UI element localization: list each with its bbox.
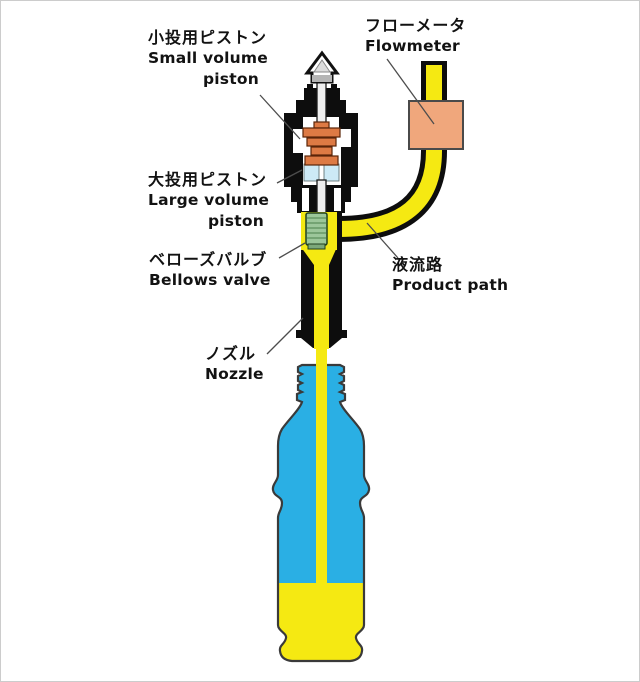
cavity-slot <box>334 188 341 211</box>
nozzle-channel <box>314 263 329 349</box>
cavity-detail <box>293 153 303 185</box>
label-nozzle-jp: ノズル <box>205 344 257 363</box>
small-piston-cap <box>313 121 330 129</box>
small-piston-disc <box>306 137 337 147</box>
label-bellows-valve: ベローズバルブ Bellows valve <box>149 250 271 290</box>
label-small-piston-jp: 小投用ピストン <box>148 28 268 47</box>
product-stream <box>316 347 327 592</box>
label-large-piston-en1: Large volume <box>148 191 270 209</box>
product-tube <box>338 65 442 237</box>
label-bellows-valve-jp: ベローズバルブ <box>149 250 268 269</box>
label-product-path-jp: 液流路 <box>392 255 444 274</box>
large-piston-chamber-right <box>323 163 340 182</box>
label-small-piston-en2: piston <box>203 70 259 88</box>
small-piston-disc <box>302 127 341 138</box>
cavity-slot <box>302 188 309 211</box>
label-small-piston-en1: Small volume <box>148 49 268 67</box>
valve-body-nub-right <box>331 84 337 89</box>
leader-product-path <box>366 222 399 259</box>
small-piston <box>302 121 341 166</box>
leader-large-piston <box>276 169 303 184</box>
small-piston-waist <box>310 146 333 156</box>
label-large-piston-jp: 大投用ピストン <box>148 170 268 189</box>
valve-cap-inner <box>313 59 331 73</box>
label-large-piston: 大投用ピストン Large volume piston <box>148 169 269 232</box>
label-product-path: 液流路 Product path <box>392 255 508 295</box>
cavity-detail <box>339 117 351 129</box>
large-piston-chamber-left <box>303 163 320 182</box>
small-piston-disc <box>304 155 339 166</box>
leader-flowmeter <box>386 58 435 125</box>
label-large-piston-en2: piston <box>208 212 264 230</box>
leader-nozzle <box>266 317 304 355</box>
label-flowmeter-jp: フローメータ <box>365 16 467 35</box>
bellows-valve <box>305 212 328 250</box>
label-bellows-valve-en: Bellows valve <box>149 271 271 289</box>
valve-body-nub-left <box>307 84 313 89</box>
label-small-piston: 小投用ピストン Small volume piston <box>148 27 268 90</box>
bellows-ribs <box>307 217 326 239</box>
flowmeter-box <box>408 100 464 150</box>
leader-bellows-valve <box>278 242 306 259</box>
product-path-funnel <box>301 247 337 265</box>
piston-stem-lower <box>316 179 327 217</box>
liquid-fill <box>272 583 370 661</box>
label-product-path-en: Product path <box>392 276 509 294</box>
cavity-detail <box>341 147 351 185</box>
label-flowmeter-en: Flowmeter <box>365 37 460 55</box>
cavity-detail <box>293 117 303 129</box>
label-nozzle: ノズル Nozzle <box>205 344 264 384</box>
label-nozzle-en: Nozzle <box>205 365 264 383</box>
bellows-foot <box>307 243 326 250</box>
leader-small-piston <box>259 94 301 140</box>
valve-cap-band <box>312 75 332 82</box>
label-flowmeter: フローメータ Flowmeter <box>365 16 466 56</box>
